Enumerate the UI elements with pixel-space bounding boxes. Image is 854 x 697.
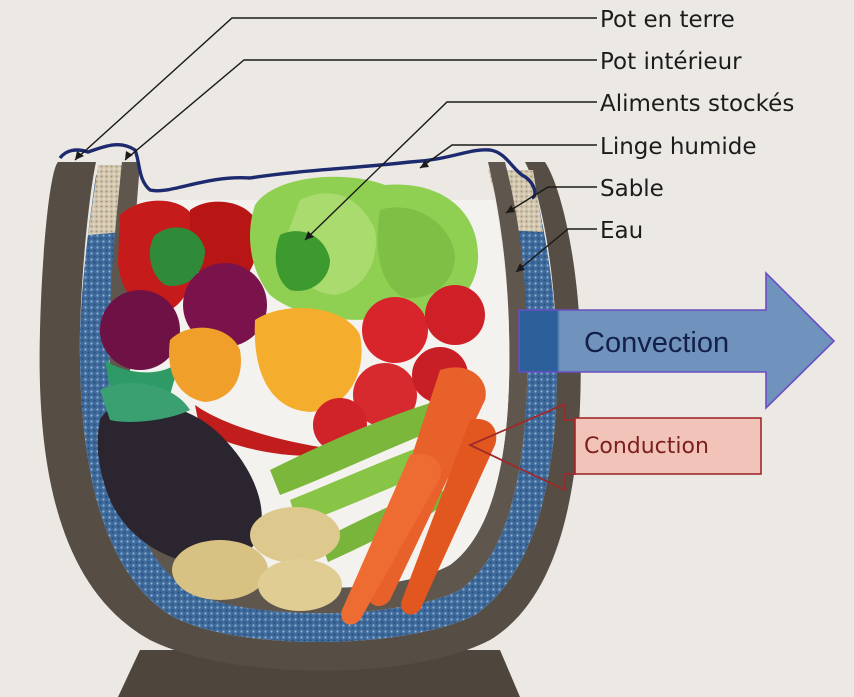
- label-eau: Eau: [600, 218, 643, 244]
- conduction-label: Conduction: [584, 434, 709, 459]
- label-linge-humide: Linge humide: [600, 134, 757, 160]
- label-pot-interieur: Pot intérieur: [600, 49, 742, 75]
- convection-label: Convection: [584, 327, 729, 359]
- label-sable: Sable: [600, 176, 664, 202]
- label-aliments-stockes: Aliments stockés: [600, 91, 794, 117]
- label-pot-en-terre: Pot en terre: [600, 7, 735, 33]
